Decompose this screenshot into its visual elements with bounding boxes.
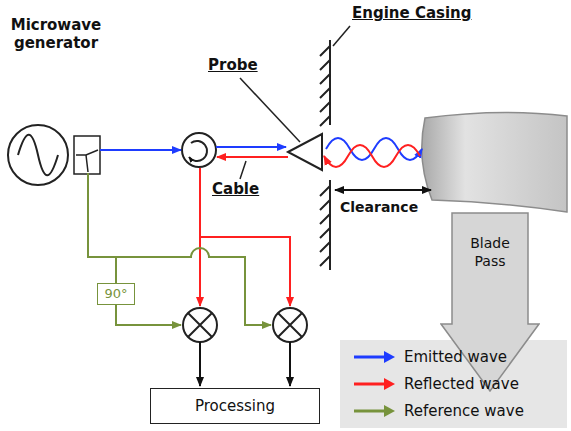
legend-swatch <box>352 374 396 394</box>
drawing-part <box>278 313 302 337</box>
probe-symbol <box>288 134 322 170</box>
arrow-text: Blade Pass <box>453 234 527 270</box>
reference-wire <box>116 305 181 325</box>
generator-label: Microwave generator <box>0 16 112 52</box>
legend-line <box>354 356 386 359</box>
clearance-arrow <box>335 189 431 191</box>
legend-row: Reflected wave <box>352 374 562 396</box>
legend-arrowhead <box>384 351 395 363</box>
legend-text: Emitted wave <box>404 348 507 366</box>
blade-shape <box>422 112 567 212</box>
emitted-wire <box>100 149 181 151</box>
legend-arrowhead <box>384 378 395 390</box>
legend-row: Reference wave <box>352 401 562 423</box>
probe-label: Probe <box>208 56 258 74</box>
signal-wire <box>199 342 201 386</box>
drawing-part <box>273 308 307 342</box>
leader-line <box>240 78 300 142</box>
reflected-wave <box>324 145 420 167</box>
drawing-part <box>74 136 100 174</box>
legend-text: Reference wave <box>404 402 524 420</box>
emitted-wave <box>326 138 422 160</box>
signal-wire <box>289 342 291 386</box>
reference-wire <box>88 173 271 325</box>
emitted-wire <box>216 146 286 148</box>
legend-line <box>354 383 386 386</box>
cable-label: Cable <box>212 180 259 198</box>
drawing-part <box>189 141 207 161</box>
mixer-symbol <box>183 308 217 342</box>
drawing-part <box>182 133 216 167</box>
casing-label: Engine Casing <box>352 4 472 22</box>
box-text: 90° <box>104 285 127 303</box>
drawing-part <box>320 186 330 266</box>
engine-casing <box>320 40 330 270</box>
leader-line <box>240 161 246 179</box>
reference-wire <box>115 257 117 283</box>
drawing-part <box>8 125 68 185</box>
legend-line <box>354 410 386 413</box>
drawing-part <box>188 313 212 337</box>
legend-swatch <box>352 347 396 367</box>
box-text: Processing <box>195 397 275 415</box>
legend-arrowhead <box>384 405 395 417</box>
dimension-label: Clearance <box>340 198 418 216</box>
drawing-part <box>183 308 217 342</box>
microwave-generator-symbol <box>8 125 68 185</box>
circulator-symbol <box>182 133 216 167</box>
drawing-part <box>329 40 331 125</box>
legend-panel <box>340 340 567 428</box>
drawing-part <box>320 46 330 126</box>
legend-row: Emitted wave <box>352 347 562 369</box>
splitter-symbol <box>74 136 100 174</box>
drawing-part <box>76 150 98 172</box>
processing-box: Processing <box>150 388 320 424</box>
reflected-wire <box>217 156 288 158</box>
drawing-part <box>18 135 58 176</box>
mixer-symbol <box>273 308 307 342</box>
legend-swatch <box>352 401 396 421</box>
phase-shift-box: 90° <box>97 283 135 305</box>
legend-text: Reflected wave <box>404 375 519 393</box>
leader-line <box>333 26 350 46</box>
